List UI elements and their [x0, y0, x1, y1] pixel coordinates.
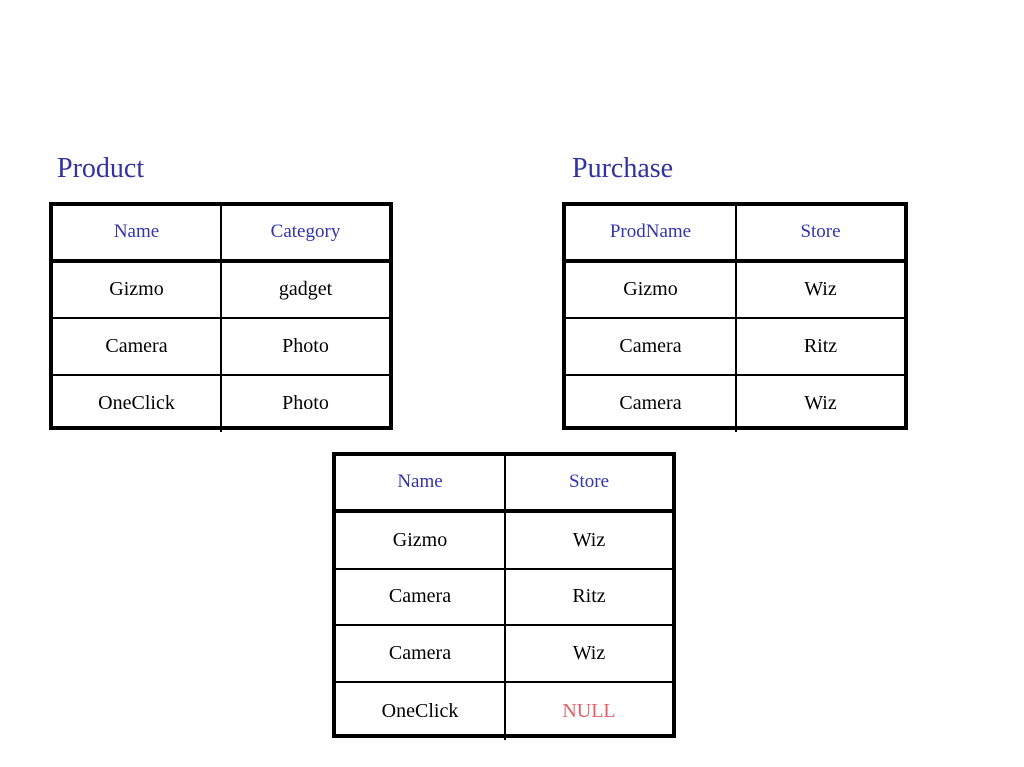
cell-name: Camera: [336, 626, 506, 682]
table-row: OneClick NULL: [336, 683, 672, 740]
column-header-name: Name: [53, 206, 222, 259]
cell-prodname: Camera: [566, 375, 737, 432]
table-row: Camera Ritz: [566, 319, 904, 376]
column-header-prodname: ProdName: [566, 206, 737, 259]
cell-category: Photo: [282, 392, 329, 415]
cell-store: Wiz: [572, 642, 606, 665]
purchase-table: ProdName Store Gizmo Wiz Camera Ritz Cam…: [562, 202, 908, 432]
table-row: Camera Ritz: [336, 569, 672, 627]
product-table: Name Category Gizmo gadget Camera Photo …: [49, 202, 393, 432]
cell-name: Camera: [336, 569, 506, 625]
cell-name: OneClick: [336, 683, 506, 740]
cell-store: Wiz: [804, 392, 837, 415]
cell-name: Camera: [53, 319, 222, 374]
cell-store: Wiz: [804, 278, 837, 301]
table-row: Camera Photo: [53, 319, 389, 376]
table-row: Camera Wiz: [336, 626, 672, 684]
result-table: Name Store Gizmo Wiz Camera Ritz Camera …: [332, 452, 676, 740]
table-row: Gizmo gadget: [53, 262, 389, 319]
cell-prodname: Camera: [566, 319, 737, 374]
cell-store: Ritz: [572, 585, 606, 608]
table-header-row: ProdName Store: [566, 206, 904, 263]
table-row: OneClick Photo: [53, 375, 389, 432]
cell-name: OneClick: [53, 375, 222, 432]
cell-name: Gizmo: [53, 262, 222, 317]
product-table-title: Product: [57, 153, 145, 184]
cell-name: Gizmo: [336, 512, 506, 568]
cell-category: gadget: [278, 278, 333, 301]
column-header-name: Name: [336, 456, 506, 509]
column-header-store: Store: [800, 221, 841, 243]
column-header-category: Category: [270, 221, 341, 243]
table-row: Gizmo Wiz: [566, 262, 904, 319]
cell-store-null: NULL: [562, 700, 616, 723]
table-header-row: Name Category: [53, 206, 389, 263]
table-row: Gizmo Wiz: [336, 512, 672, 570]
column-header-store: Store: [568, 471, 610, 493]
cell-store: Ritz: [803, 334, 838, 357]
purchase-table-title: Purchase: [572, 153, 674, 184]
cell-store: Wiz: [572, 528, 606, 551]
table-row: Camera Wiz: [566, 375, 904, 432]
cell-category: Photo: [282, 334, 329, 357]
cell-prodname: Gizmo: [566, 262, 737, 317]
table-header-row: Name Store: [336, 456, 672, 513]
